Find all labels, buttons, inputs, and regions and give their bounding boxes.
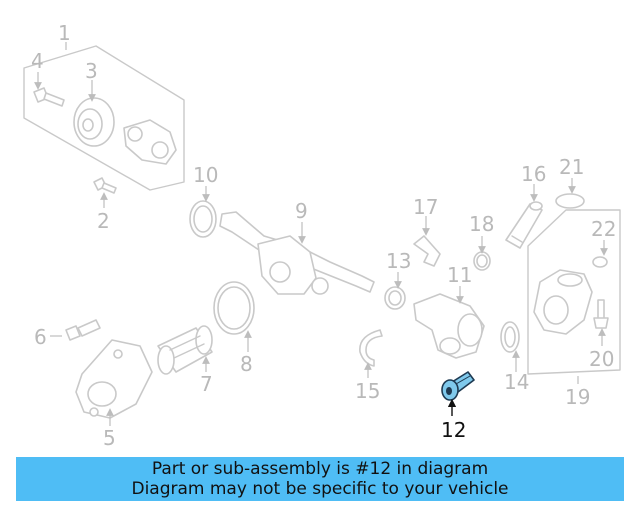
part-1-assembly-box: [23, 42, 185, 191]
part-12-bolt-highlighted: [441, 371, 475, 416]
callout-label-5: 5: [103, 426, 116, 450]
callout-label-19: 19: [565, 385, 590, 409]
callout-label-6: 6: [34, 325, 47, 349]
part-14-o-ring: [500, 321, 520, 372]
part-17-clip: [413, 216, 441, 267]
part-10-gasket: [189, 186, 217, 238]
part-20-bolt: [593, 299, 609, 346]
callout-label-13: 13: [386, 249, 411, 273]
part-2-bolt: [93, 177, 117, 208]
part-16-sensor: [505, 184, 543, 249]
part-19-housing: [533, 269, 593, 335]
part-7-thermostat: [157, 325, 213, 375]
callout-labels: 1 2 3 4 5 6 7 8 9 10 11 12 13 14 15 16 1…: [31, 21, 616, 450]
callout-label-8: 8: [240, 352, 253, 376]
part-4-bolt: [33, 72, 65, 107]
part-15-clip: [359, 329, 383, 378]
part-9-water-pipe: [219, 211, 375, 295]
callout-label-18: 18: [469, 212, 494, 236]
part-6-bolt: [50, 319, 101, 341]
callout-label-2: 2: [97, 209, 110, 233]
callout-label-10: 10: [193, 163, 218, 187]
part-5-housing: [75, 339, 153, 426]
water-pump-body: [123, 119, 177, 165]
callout-label-16: 16: [521, 162, 546, 186]
part-18-o-ring: [473, 236, 491, 271]
callout-label-17: 17: [413, 195, 438, 219]
part-8-gasket: [213, 281, 255, 352]
callout-label-21: 21: [559, 155, 584, 179]
callout-label-20: 20: [589, 347, 614, 371]
callout-label-1: 1: [58, 21, 71, 45]
callout-label-4: 4: [31, 49, 44, 73]
callout-label-15: 15: [355, 379, 380, 403]
part-13-o-ring: [384, 272, 406, 310]
callout-label-7: 7: [200, 372, 213, 396]
banner-line-1: Part or sub-assembly is #12 in diagram: [151, 459, 489, 479]
callout-label-22: 22: [591, 217, 616, 241]
info-banner: Part or sub-assembly is #12 in diagram D…: [16, 457, 624, 501]
callout-label-14: 14: [504, 370, 529, 394]
part-21-o-ring: [555, 178, 585, 209]
part-19-assembly-box: [527, 209, 621, 384]
callout-label-3: 3: [85, 59, 98, 83]
part-11-outlet: [413, 286, 485, 359]
part-22-o-ring: [592, 240, 608, 268]
part-3-pulley: [73, 80, 115, 147]
callout-label-12: 12: [441, 418, 466, 442]
callout-label-11: 11: [447, 263, 472, 287]
banner-line-2: Diagram may not be specific to your vehi…: [131, 479, 509, 499]
callout-label-9: 9: [295, 199, 308, 223]
